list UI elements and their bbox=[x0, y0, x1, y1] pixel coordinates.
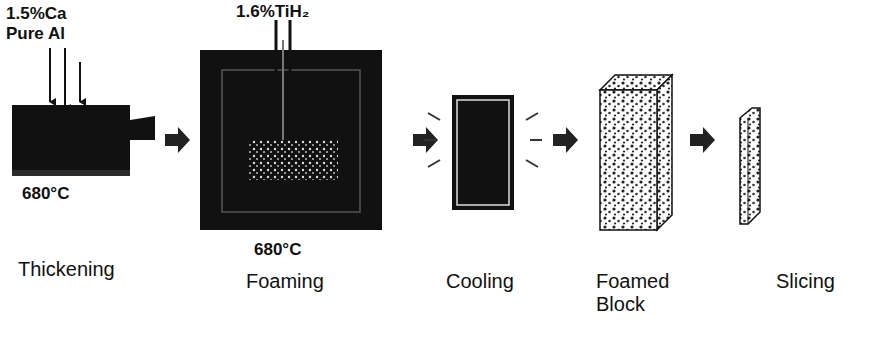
foam-slice bbox=[740, 108, 760, 224]
process-note: Pure Al bbox=[6, 24, 65, 44]
step-label: Slicing bbox=[776, 270, 835, 293]
foaming-vessel bbox=[200, 20, 382, 230]
cooling-mould bbox=[424, 95, 542, 210]
temperature-label: 680°C bbox=[22, 184, 69, 204]
step-label: Cooling bbox=[446, 270, 514, 293]
step-label: Foaming bbox=[246, 270, 324, 293]
step-label: Foamed Block bbox=[596, 270, 686, 316]
temperature-label: 680°C bbox=[254, 240, 301, 260]
thickening-crucible bbox=[12, 48, 155, 176]
process-note: 1.5%Ca bbox=[6, 4, 66, 24]
process-note: 1.6%TiH₂ bbox=[236, 2, 309, 22]
step-label: Thickening bbox=[18, 258, 115, 281]
foamed-block bbox=[600, 75, 672, 230]
